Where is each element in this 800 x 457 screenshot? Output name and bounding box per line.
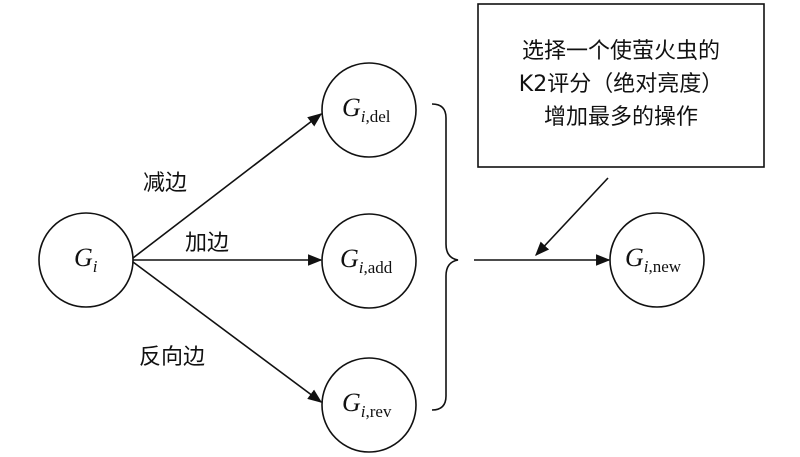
note-pointer-arrow: [535, 177, 609, 257]
node-new-main: G: [625, 243, 644, 272]
node-gi-rev: Gi,rev: [321, 357, 417, 453]
node-new-sub-rest: ,new: [649, 257, 682, 276]
note-line-2: K2评分（绝对亮度）: [519, 72, 723, 97]
node-add-sub-italic: i: [359, 258, 364, 277]
node-gi-add: Gi,add: [321, 213, 417, 309]
node-del-sub-italic: i: [361, 107, 366, 126]
curly-brace: [431, 103, 459, 411]
note-line-3: 增加最多的操作: [544, 105, 698, 130]
edge-rev-arrow: [132, 261, 323, 403]
edge-add-label: 加边: [185, 231, 229, 256]
node-gi-new: Gi,new: [609, 212, 705, 308]
svg-text:Gi,rev: Gi,rev: [342, 388, 392, 421]
node-rev-sub-rest: ,rev: [366, 402, 392, 421]
svg-text:Gi: Gi: [74, 243, 98, 276]
node-gi-del: Gi,del: [321, 62, 417, 158]
node-gi-main: G: [74, 243, 93, 272]
node-add-main: G: [340, 244, 359, 273]
node-del-main: G: [342, 93, 361, 122]
edge-del-label: 减边: [143, 171, 187, 196]
edge-del-arrow: [132, 113, 323, 259]
svg-text:Gi,new: Gi,new: [625, 243, 682, 276]
node-rev-sub-italic: i: [361, 402, 366, 421]
node-add-sub-rest: ,add: [364, 258, 393, 277]
node-new-sub-italic: i: [644, 257, 649, 276]
node-rev-main: G: [342, 388, 361, 417]
svg-text:Gi,add: Gi,add: [340, 244, 393, 277]
svg-text:Gi,del: Gi,del: [342, 93, 391, 126]
node-gi: Gi: [38, 212, 134, 308]
note-line-1: 选择一个使萤火虫的: [522, 39, 720, 64]
edge-rev-label: 反向边: [139, 345, 205, 370]
node-del-sub-rest: ,del: [366, 107, 391, 126]
selection-note-box: 选择一个使萤火虫的 K2评分（绝对亮度） 增加最多的操作: [477, 3, 765, 168]
node-gi-sub: i: [93, 257, 98, 276]
